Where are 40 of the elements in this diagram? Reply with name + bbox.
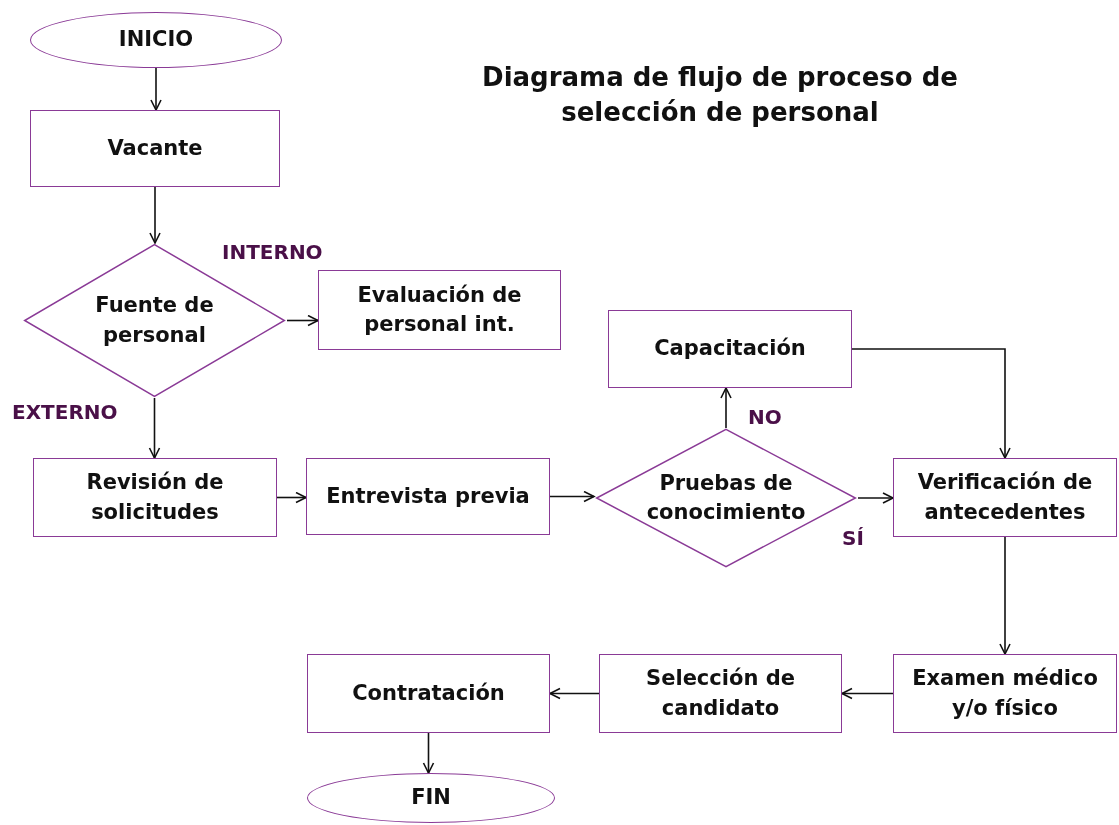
arrow [422,732,435,774]
arrow [149,186,161,244]
process-box [599,654,842,733]
arrow [857,492,894,504]
arrow [276,491,307,504]
node-text: Revisión de solicitudes [85,469,225,526]
arrow [286,314,319,327]
node-text: Selección de candidato [645,665,796,722]
arrow [851,348,1011,459]
arrow [841,687,894,700]
arrow [549,687,600,700]
arrow [549,490,595,503]
node-text: Pruebas de conocimiento [645,469,807,526]
node-text: Verificación de antecedentes [916,469,1094,526]
process-box [893,458,1117,537]
process-box [318,270,561,350]
node-text: Examen médico y/o físico [911,665,1099,722]
process-box [307,654,550,733]
arrow [148,397,161,459]
arrow [999,536,1011,655]
node-text: Fuente de personal [94,292,215,349]
node-text: Contratación [351,679,506,707]
node-text: Evaluación de personal int. [356,281,523,338]
process-box [893,654,1117,733]
process-box [608,310,852,388]
edge-label: SÍ [842,526,864,550]
process-box [33,458,277,537]
node-text: Capacitación [653,335,807,363]
node-text: Entrevista previa [325,482,531,510]
arrow [720,387,732,429]
diagram-title: Diagrama de flujo de proceso de selección de personal [481,61,959,130]
node-text: FIN [410,784,452,812]
node-text: INICIO [117,26,195,54]
process-box [306,458,550,535]
edge-label: EXTERNO [12,400,118,424]
process-box [30,110,280,187]
arrow [150,67,162,111]
edge-label: NO [748,405,782,429]
node-text: Vacante [106,134,204,162]
edge-label: INTERNO [222,240,323,264]
